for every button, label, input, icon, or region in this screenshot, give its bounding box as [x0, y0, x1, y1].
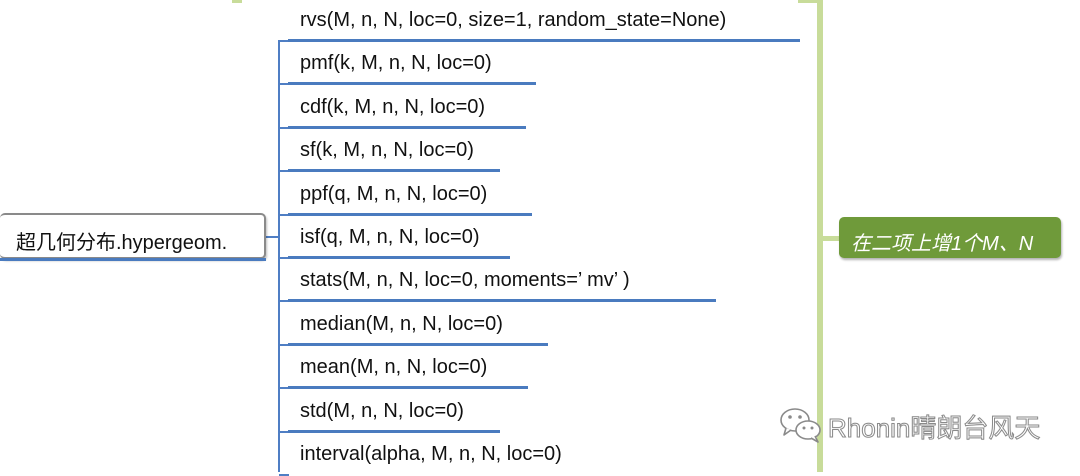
summary-callout[interactable]: [839, 217, 1061, 258]
branch-connector: [279, 387, 289, 389]
method-underline: [288, 213, 532, 216]
root-connector: [266, 236, 279, 238]
method-underline: [288, 169, 500, 172]
branch-connector: [279, 127, 289, 129]
method-underline: [288, 430, 500, 433]
method-item[interactable]: sf(k, M, n, N, loc=0): [300, 139, 474, 161]
branch-connector: [279, 431, 289, 433]
method-item[interactable]: rvs(M, n, N, loc=0, size=1, random_state…: [300, 9, 727, 31]
branch-stem: [278, 40, 280, 472]
method-item[interactable]: std(M, n, N, loc=0): [300, 400, 464, 422]
branch-connector: [279, 344, 289, 346]
root-underline: [0, 258, 266, 261]
watermark-text: Rhonin晴朗台风天: [827, 413, 1041, 444]
branch-connector: [279, 214, 289, 216]
method-underline: [288, 39, 800, 42]
method-underline: [288, 82, 536, 85]
method-item[interactable]: isf(q, M, n, N, loc=0): [300, 226, 480, 248]
branch-connector: [279, 83, 289, 85]
bracket-top-left-stub: [232, 0, 242, 3]
root-label: 超几何分布.hypergeom.: [16, 232, 228, 254]
method-underline: [288, 299, 716, 302]
method-item[interactable]: mean(M, n, N, loc=0): [300, 356, 488, 378]
branch-connector: [279, 257, 289, 259]
method-item[interactable]: interval(alpha, M, n, N, loc=0): [300, 443, 562, 465]
method-item[interactable]: cdf(k, M, n, N, loc=0): [300, 96, 486, 118]
method-underline: [288, 256, 510, 259]
callout-connector: [823, 236, 839, 241]
method-underline: [288, 343, 548, 346]
method-item[interactable]: ppf(q, M, n, N, loc=0): [300, 183, 488, 205]
method-underline: [288, 126, 526, 129]
method-item[interactable]: stats(M, n, N, loc=0, moments=’ mv’ ): [300, 269, 630, 291]
method-item[interactable]: median(M, n, N, loc=0): [300, 313, 503, 335]
branch-connector: [279, 300, 289, 302]
callout-label: 在二项上增1个M、N: [851, 233, 1034, 255]
summary-bracket: [817, 0, 823, 472]
wechat-icon: [780, 408, 821, 443]
method-item[interactable]: pmf(k, M, n, N, loc=0): [300, 52, 492, 74]
branch-connector: [279, 40, 289, 42]
method-underline: [288, 386, 528, 389]
branch-connector: [279, 170, 289, 172]
bracket-top-cap: [798, 0, 822, 3]
